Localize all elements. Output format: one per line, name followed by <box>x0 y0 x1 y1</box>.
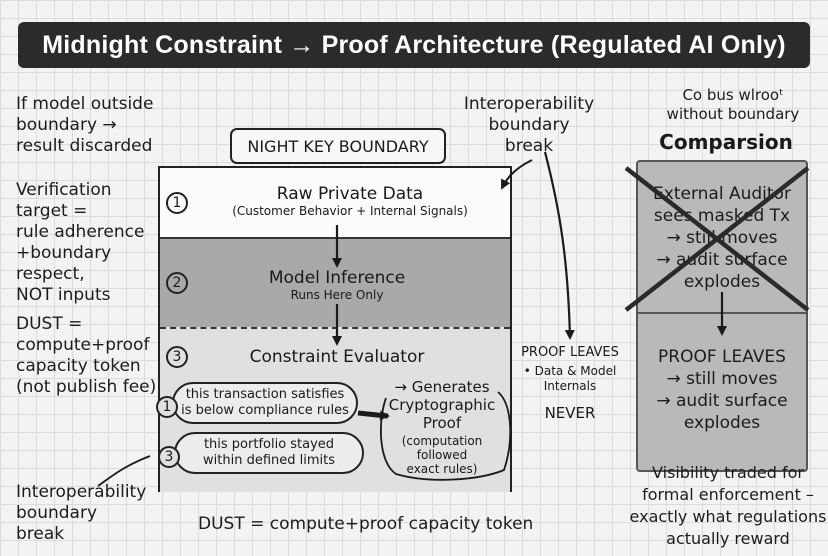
interop-bottom-line: break <box>16 524 65 544</box>
discard-note: If model outside boundary → result disca… <box>16 94 153 157</box>
diagram-title: Midnight Constraint → Proof Architecture… <box>42 30 786 59</box>
discard-note-line: result discarded <box>16 136 153 156</box>
interop-top-line: boundary <box>488 115 570 135</box>
crossed-line: → audit surface <box>656 250 788 270</box>
interop-bottom-connector <box>97 455 151 487</box>
section-model-inference <box>160 237 510 329</box>
interop-bottom-line: Interoperability <box>16 482 147 502</box>
interop-top-line: Interoperability <box>463 94 595 114</box>
lower-line: explodes <box>683 413 761 433</box>
statement-line: this transaction satisfies <box>185 387 345 402</box>
constraint-evaluator-label: Constraint Evaluator <box>200 347 474 367</box>
generates-note-line: (computation <box>401 434 483 448</box>
verification-note-line: respect, <box>16 264 85 284</box>
verification-note-line: Verification <box>16 180 112 200</box>
crossed-comparison-text: External Auditor sees masked Tx → still … <box>638 183 806 293</box>
lower-comparison-text: PROOF LEAVES → still moves → audit surfa… <box>638 346 806 434</box>
conclusion-line: actually reward <box>666 529 790 548</box>
interop-bottom-note: Interoperability boundary break <box>16 482 146 545</box>
boundary-label-text: NIGHT KEY BOUNDARY <box>247 136 429 156</box>
section-subtitle: Runs Here Only <box>290 288 384 302</box>
conclusion-line: formal enforcement – <box>642 485 814 504</box>
statement-number-badge: 3 <box>158 446 180 468</box>
generates-line: → Generates <box>394 378 490 396</box>
verification-note-line: NOT inputs <box>16 285 111 305</box>
section-subtitle: (Customer Behavior + Internal Signals) <box>232 204 468 218</box>
never-label: NEVER <box>544 404 596 422</box>
comparison-top-note: Co bus wlrooᵗ without boundary <box>648 86 818 124</box>
section-number: 2 <box>172 275 182 291</box>
proof-bubble-outline <box>379 391 512 481</box>
section-title: Model Inference <box>268 268 406 288</box>
verification-note-line: target = <box>16 201 88 221</box>
statement-number-badge: 1 <box>156 396 178 418</box>
comparison-top-line: without boundary <box>666 105 800 123</box>
lower-line: → still moves <box>666 369 778 389</box>
section-title: Constraint Evaluator <box>249 347 425 367</box>
title-banner: Midnight Constraint → Proof Architecture… <box>18 22 810 68</box>
verification-note: Verification target = rule adherence +bo… <box>16 180 144 306</box>
generates-line: Proof <box>422 414 462 432</box>
generates-note-line: followed <box>416 448 468 462</box>
interop-bottom-line: boundary <box>16 503 97 523</box>
interop-top-line: break <box>504 136 554 156</box>
conclusion-line: exactly what regulations <box>629 507 827 526</box>
flow-arrow-to-proof <box>357 410 390 421</box>
verification-note-line: rule adherence <box>16 222 145 242</box>
section-raw-data <box>160 168 510 237</box>
dust-bottom-note: DUST = compute+proof capacity token <box>198 514 534 534</box>
section-number: 1 <box>172 195 182 211</box>
discard-note-line: boundary → <box>16 115 117 135</box>
night-key-boundary-label: NIGHT KEY BOUNDARY <box>230 128 446 164</box>
lower-line: PROOF LEAVES <box>658 347 786 367</box>
dust-note-line: DUST = <box>16 314 83 334</box>
conclusion-note: Visibility traded for formal enforcement… <box>628 462 828 550</box>
interop-top-arrow <box>501 159 533 190</box>
verification-note-line: +boundary <box>16 243 112 263</box>
section-number-badge: 3 <box>166 346 188 368</box>
discard-note-line: If model outside <box>16 94 154 114</box>
crossed-line: → still moves <box>666 228 778 248</box>
dust-note-line: compute+proof <box>16 335 150 355</box>
generates-line: Cryptographic <box>388 396 496 414</box>
proof-leaves-bullet: Internals <box>543 379 597 393</box>
interop-top-note: Interoperability boundary break <box>454 94 604 157</box>
cross-line-2 <box>624 166 810 312</box>
proof-leaves-arrow <box>543 151 575 340</box>
comparison-top-line: Co bus wlrooᵗ <box>682 86 784 104</box>
generates-note-line: exact rules) <box>406 462 478 476</box>
statement-line: within defined limits <box>203 453 335 468</box>
dust-note-line: (not publish fee) <box>16 377 157 397</box>
proof-leaves-title: PROOF LEAVES <box>521 345 619 360</box>
section-title: Raw Private Data <box>276 184 424 204</box>
model-inference-label: Model Inference Runs Here Only <box>200 268 474 302</box>
statement-line: is below compliance rules <box>181 403 349 418</box>
raw-data-label: Raw Private Data (Customer Behavior + In… <box>200 184 500 218</box>
statement-number: 1 <box>162 399 172 415</box>
conclusion-line: Visibility traded for <box>651 463 805 482</box>
statement-pill: this transaction satisfies is below comp… <box>172 382 358 424</box>
generates-proof: → Generates Cryptographic Proof (computa… <box>384 378 500 476</box>
lower-line: → audit surface <box>656 391 788 411</box>
section-number-badge: 1 <box>166 192 188 214</box>
proof-leaves-bullet: • Data & Model <box>523 364 617 378</box>
dust-note: DUST = compute+proof capacity token (not… <box>16 314 156 398</box>
comparison-heading: Comparsion <box>659 130 793 154</box>
dust-note-line: capacity token <box>16 356 141 376</box>
section-number: 3 <box>172 349 182 365</box>
statement-number: 3 <box>164 449 174 465</box>
statement-pill: this portfolio stayed within defined lim… <box>174 432 364 474</box>
section-number-badge: 2 <box>166 272 188 294</box>
crossed-line: External Auditor <box>653 184 791 204</box>
proof-leaves-never: PROOF LEAVES • Data & Model Internals NE… <box>518 345 622 422</box>
crossed-line: explodes <box>683 272 761 292</box>
statement-line: this portfolio stayed <box>203 437 335 452</box>
